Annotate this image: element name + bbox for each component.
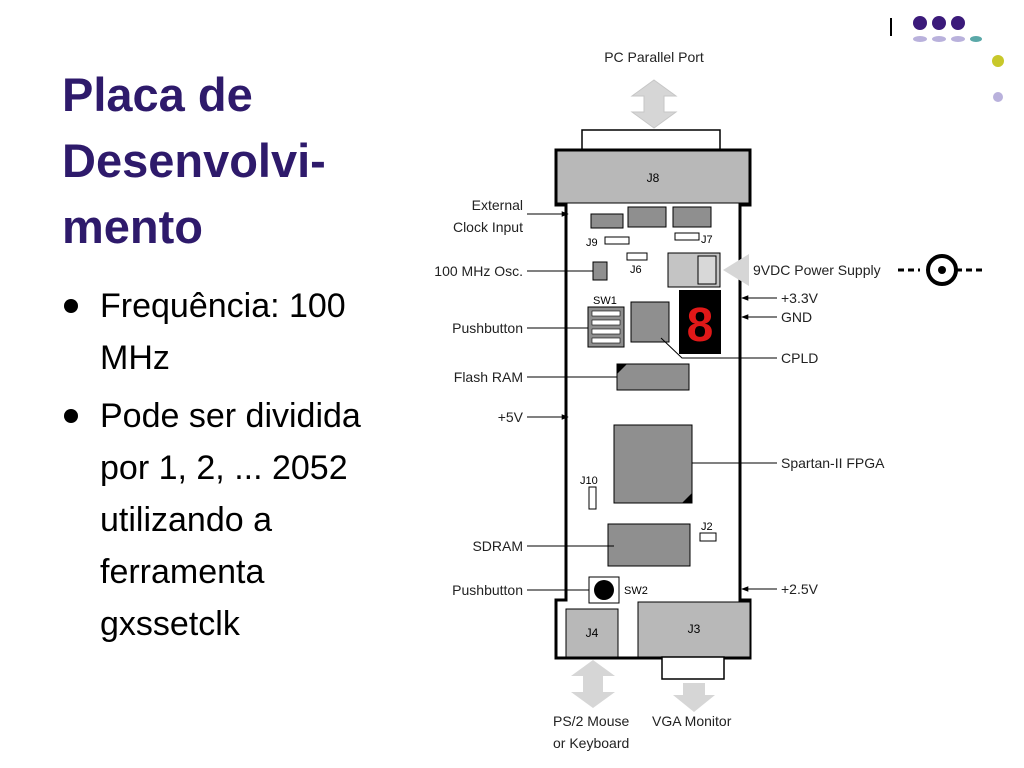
leader-line [660, 337, 777, 359]
fpga-pin1-mark [682, 493, 692, 503]
decor-dot [970, 36, 982, 42]
title-line: mento [62, 200, 203, 253]
j7-label: J7 [701, 234, 713, 246]
power-jack-socket [697, 255, 717, 285]
decor-dot [913, 36, 927, 42]
label-pushbutton-2: Pushbutton [452, 582, 523, 598]
j4-connector [565, 608, 619, 658]
oscillator-chip [592, 261, 608, 281]
cpld-chip [630, 301, 670, 343]
label-plus-3v3: +3.3V [781, 290, 819, 306]
label-ps2: PS/2 Mouse [553, 713, 629, 729]
label-external-clock: External [472, 197, 523, 213]
decor-divider-line [890, 18, 892, 36]
label-flash-ram: Flash RAM [454, 369, 523, 385]
clock-input-chip [590, 213, 624, 229]
vga-connector-shell [661, 656, 725, 680]
label-pc-parallel-port: PC Parallel Port [604, 49, 704, 65]
sw2-label: SW2 [624, 585, 648, 597]
bullet-text: MHz [100, 339, 170, 377]
slide-title: Placa de Desenvolvi- mento [62, 62, 402, 260]
decor-dot [932, 36, 946, 42]
label-pushbutton-1: Pushbutton [452, 320, 523, 336]
flash-ram-chip [616, 363, 690, 391]
dip-slot [591, 319, 621, 326]
j10-jumper [588, 486, 597, 510]
power-arrow-icon [723, 254, 749, 286]
ps2-double-arrow-icon [571, 660, 615, 708]
bullet-item: Pode ser dividida por 1, 2, ... 2052 uti… [62, 390, 442, 650]
j8-connector [556, 150, 750, 204]
label-vga-monitor: VGA Monitor [652, 713, 732, 729]
bullet-list: Frequência: 100 MHz Pode ser dividida po… [62, 280, 442, 656]
seven-segment-digit: 8 [687, 299, 714, 352]
dip-slot [591, 337, 621, 344]
label-spartan-ii-fpga: Spartan-II FPGA [781, 455, 885, 471]
parallel-port-double-arrow-icon [630, 79, 678, 129]
label-plus-2v5: +2.5V [781, 581, 819, 597]
seven-segment-display [679, 290, 721, 354]
decor-dot [993, 92, 1003, 102]
sw1-label: SW1 [593, 295, 617, 307]
j6-jumper [626, 252, 648, 261]
bullet-text: Pode ser dividida [100, 397, 361, 435]
j3-connector [637, 601, 751, 658]
chip-block [627, 206, 667, 228]
vga-arrow-icon [673, 683, 715, 712]
decor-dot [951, 36, 965, 42]
label-plus-5v: +5V [498, 409, 524, 425]
power-plug-center [938, 266, 946, 274]
sdram-chip [607, 523, 691, 567]
dip-slot [591, 328, 621, 335]
fpga-chip [613, 424, 693, 504]
decor-dot [913, 16, 927, 30]
j9-jumper [604, 236, 630, 245]
label-9vdc-power-supply: 9VDC Power Supply [753, 262, 881, 278]
j2-jumper [699, 532, 717, 542]
label-gnd: GND [781, 309, 812, 325]
dip-slot [591, 310, 621, 317]
bullet-dot-icon [64, 409, 78, 423]
j9-label: J9 [586, 237, 598, 249]
sw2-pushbutton-icon [594, 580, 614, 600]
title-line: Desenvolvi- [62, 134, 326, 187]
bullet-text: ferramenta [100, 553, 265, 591]
title-line: Placa de [62, 68, 253, 121]
decor-dot [951, 16, 965, 30]
j3-label: J3 [688, 622, 701, 636]
j8-label: J8 [647, 171, 660, 185]
bullet-text: Frequência: 100 [100, 287, 346, 325]
chip-block [672, 206, 712, 228]
label-sdram: SDRAM [472, 538, 523, 554]
label-ps2: or Keyboard [553, 735, 629, 751]
j10-label: J10 [580, 475, 598, 487]
label-external-clock: Clock Input [453, 219, 523, 235]
label-cpld: CPLD [781, 350, 818, 366]
decor-dot [992, 55, 1004, 67]
bullet-item: Frequência: 100 MHz [62, 280, 442, 384]
j6-label: J6 [630, 264, 642, 276]
label-100mhz-osc: 100 MHz Osc. [434, 263, 523, 279]
bullet-text: gxssetclk [100, 605, 240, 643]
j7-jumper [674, 232, 700, 241]
bullet-text: por 1, 2, ... 2052 [100, 449, 348, 487]
flash-ram-pin1-mark [617, 364, 627, 374]
j4-label: J4 [586, 626, 599, 640]
j2-label: J2 [701, 521, 713, 533]
decor-dot [932, 16, 946, 30]
bullet-text: utilizando a [100, 501, 273, 539]
bullet-dot-icon [64, 299, 78, 313]
